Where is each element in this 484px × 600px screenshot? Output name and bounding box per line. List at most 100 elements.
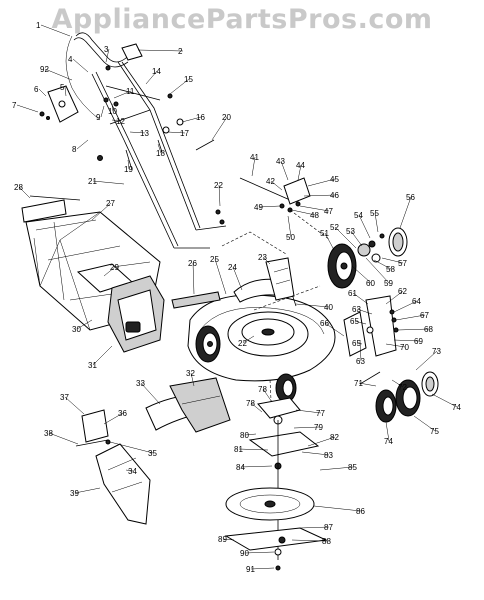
callout-leader-53: [350, 230, 363, 247]
callout-leader-13: [129, 131, 146, 134]
callout-leader-10: [111, 103, 114, 112]
callout-leader-27: [91, 202, 112, 221]
callout-leader-22b: [242, 335, 255, 344]
rear-axle-assembly: [239, 177, 408, 289]
callout-leader-81: [238, 448, 269, 451]
discharge-chute: [75, 377, 231, 525]
callout-leader-23: [262, 256, 271, 265]
callout-label-47: 47: [324, 207, 333, 216]
callout-leader-55: [374, 212, 379, 233]
callout-label-16: 16: [196, 113, 205, 122]
callout-leader-42: [270, 180, 283, 191]
callout-leader-88: [291, 539, 328, 542]
callout-label-44: 44: [296, 161, 305, 170]
callout-label-73: 73: [432, 347, 441, 356]
callout-label-5: 5: [60, 83, 65, 92]
callout-leader-65a: [354, 320, 367, 325]
callout-label-20: 20: [222, 113, 231, 122]
callout-leader-69: [393, 339, 420, 342]
callout-label-11: 11: [126, 87, 135, 96]
callout-leader-75: [413, 415, 436, 432]
callout-label-87: 87: [324, 523, 333, 532]
callout-leader-84: [240, 465, 273, 468]
callout-leader-41: [251, 156, 256, 177]
callout-leader-51: [324, 232, 335, 251]
callout-label-1: 1: [36, 21, 41, 30]
callout-leader-59: [365, 257, 390, 284]
callout-label-67: 67: [420, 311, 429, 320]
callout-leader-56: [399, 196, 412, 229]
callout-leader-17: [167, 131, 186, 134]
callout-leader-68: [397, 328, 430, 331]
callout-label-55: 55: [370, 209, 379, 218]
callout-leader-82: [307, 436, 336, 447]
callout-leader-9: [100, 105, 105, 118]
callout-leader-12: [111, 119, 122, 122]
callout-leader-40: [295, 303, 330, 308]
callout-label-29: 29: [110, 263, 119, 272]
callout-label-22a: 22: [214, 181, 223, 190]
callout-label-19: 19: [124, 165, 133, 174]
callout-label-49: 49: [254, 203, 263, 212]
callout-label-43: 43: [276, 157, 285, 166]
site-watermark: AppliancePartsPros.com: [51, 4, 433, 35]
callout-label-25: 25: [210, 255, 219, 264]
callout-leader-7: [16, 104, 39, 113]
handle-assembly: [39, 32, 227, 249]
callout-label-91: 91: [246, 565, 255, 574]
callout-leader-21: [92, 180, 125, 185]
callout-label-66: 66: [320, 319, 329, 328]
callout-label-89: 89: [218, 535, 227, 544]
callout-label-31: 31: [88, 361, 97, 370]
callout-label-53: 53: [346, 227, 355, 236]
callout-leader-70: [385, 343, 406, 348]
callout-label-45: 45: [330, 175, 339, 184]
callout-leader-24: [232, 266, 243, 291]
callout-leader-67: [395, 314, 426, 321]
callout-label-28: 28: [14, 183, 23, 192]
callout-label-37: 37: [60, 393, 69, 402]
callout-label-57: 57: [398, 259, 407, 268]
callout-leader-20: [211, 116, 228, 141]
callout-leader-48: [291, 209, 316, 216]
callout-leader-33: [140, 382, 161, 405]
callout-label-3: 3: [104, 45, 109, 54]
callout-label-34: 34: [128, 467, 137, 476]
callout-label-62: 62: [398, 287, 407, 296]
callout-leader-3: [105, 48, 110, 63]
callout-label-32: 32: [186, 369, 195, 378]
callout-leader-54: [358, 214, 371, 239]
callout-label-63a: 63: [352, 305, 361, 314]
callout-label-36: 36: [118, 409, 127, 418]
callout-label-23: 23: [258, 253, 267, 262]
callout-label-30: 30: [72, 325, 81, 334]
callout-label-65b: 65: [352, 339, 361, 348]
callout-label-46: 46: [330, 191, 339, 200]
callout-leader-78a: [262, 388, 273, 403]
callout-label-65a: 65: [350, 317, 359, 326]
callout-label-63b: 63: [356, 357, 365, 366]
callout-leader-80: [244, 433, 257, 436]
callout-leader-74b: [385, 421, 390, 442]
callout-label-90: 90: [240, 549, 249, 558]
callout-label-26: 26: [188, 259, 197, 268]
callout-label-69: 69: [414, 337, 423, 346]
callout-label-2: 2: [178, 47, 183, 56]
callout-label-41: 41: [250, 153, 259, 162]
callout-leader-16: [181, 116, 202, 123]
callout-label-74b: 74: [384, 437, 393, 446]
callout-label-82: 82: [330, 433, 339, 442]
callout-label-52: 52: [330, 223, 339, 232]
callout-label-75: 75: [430, 427, 439, 436]
callout-leader-66: [324, 322, 345, 337]
callout-label-92: 92: [40, 65, 49, 74]
callout-leader-34: [125, 469, 134, 472]
callout-label-48: 48: [310, 211, 319, 220]
callout-leader-26: [192, 262, 195, 295]
callout-leader-29: [103, 266, 116, 277]
callout-label-88: 88: [322, 537, 331, 546]
callout-label-79: 79: [314, 423, 323, 432]
callout-leader-5: [64, 86, 67, 97]
callout-label-54: 54: [354, 211, 363, 220]
